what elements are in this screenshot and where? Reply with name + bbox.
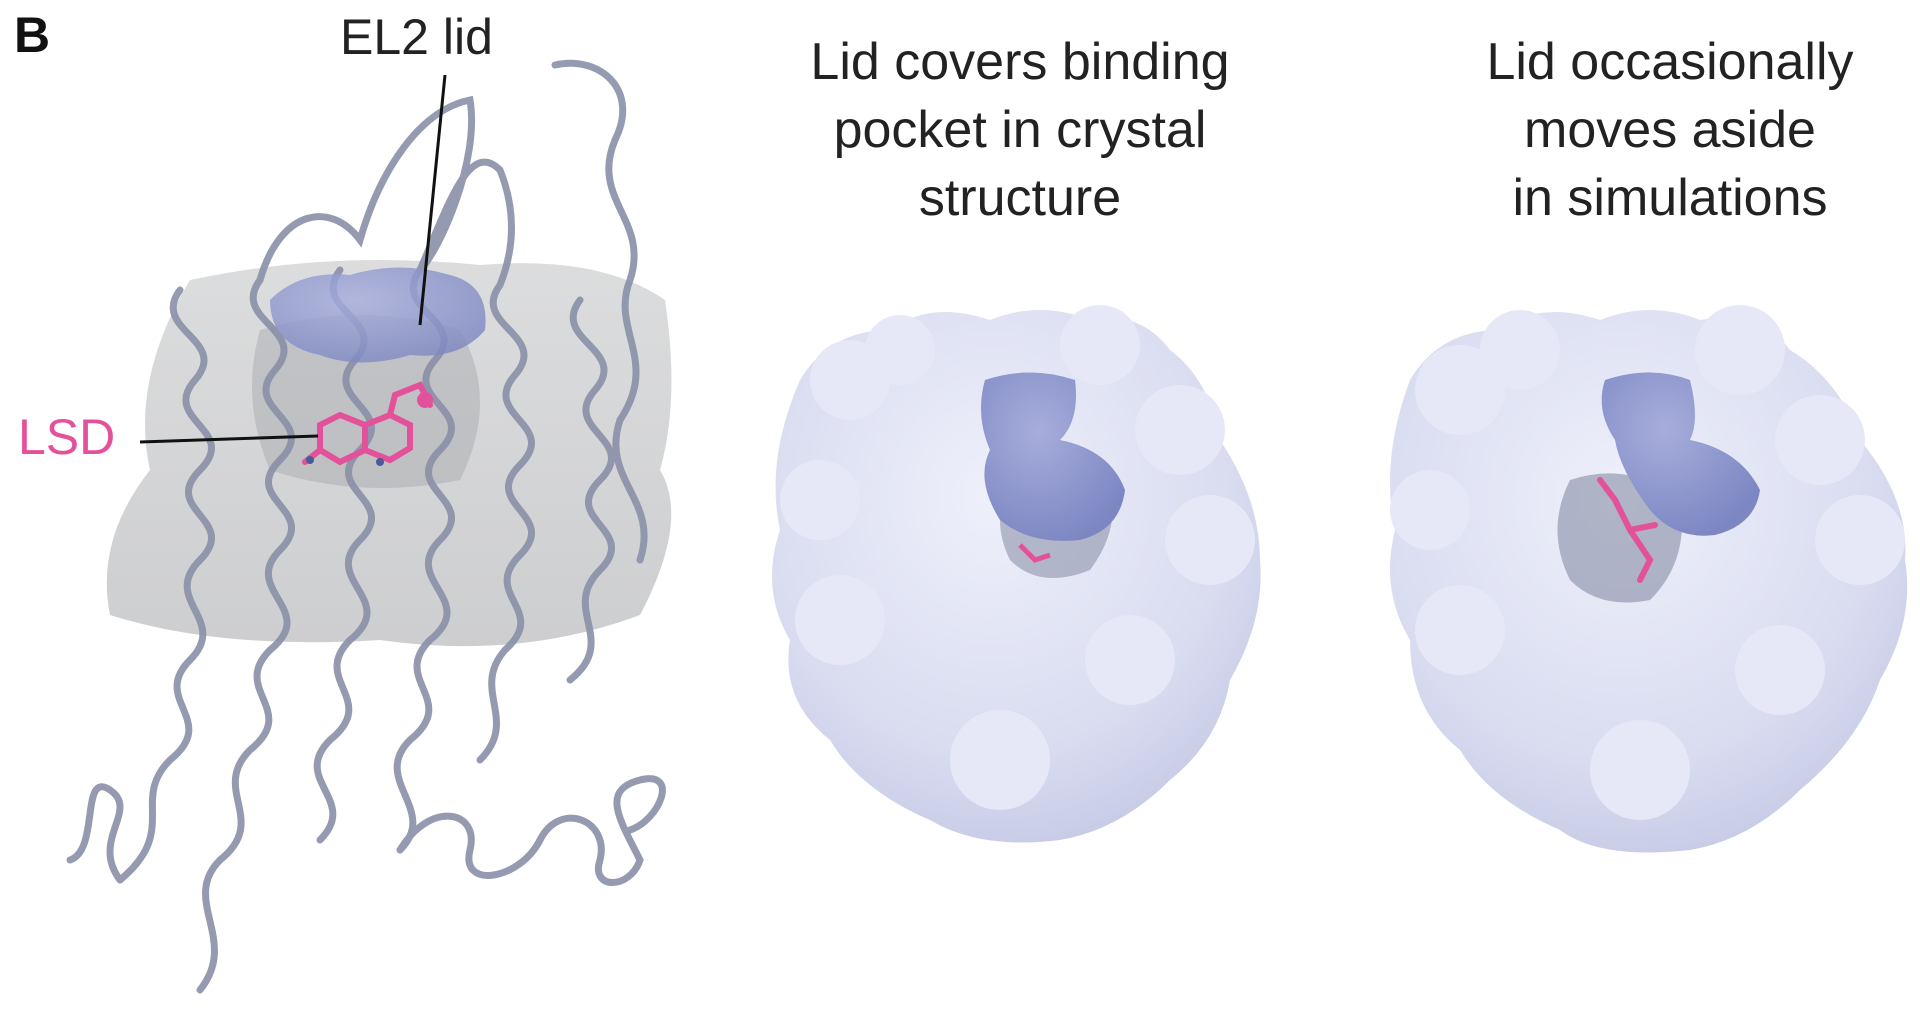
crystal-caption-line-2: pocket in crystal xyxy=(833,101,1207,159)
el2-lid-closed xyxy=(981,372,1125,541)
crystal-surface-model xyxy=(772,305,1261,843)
simulation-surface-model xyxy=(1390,305,1908,853)
crystal-caption: Lid covers binding pocket in crystal str… xyxy=(770,28,1270,232)
translucent-surface xyxy=(106,260,672,647)
lsd-label: LSD xyxy=(18,409,116,465)
lsd-leader-line xyxy=(139,434,319,444)
el2-lid-open xyxy=(1601,372,1760,536)
simulation-caption-line-3: in simulations xyxy=(1512,169,1828,227)
receptor-ribbon-model xyxy=(66,59,672,994)
lsd-ligand xyxy=(302,381,433,466)
panel-label: B xyxy=(14,7,51,63)
el2-lid-label: EL2 lid xyxy=(340,9,493,65)
lid-leader-line xyxy=(418,74,447,326)
el2-lid-surface xyxy=(270,267,486,363)
crystal-caption-line-1: Lid covers binding xyxy=(810,33,1230,91)
simulation-caption-line-1: Lid occasionally xyxy=(1486,33,1854,91)
simulation-caption: Lid occasionally moves aside in simulati… xyxy=(1420,28,1920,232)
simulation-caption-line-2: moves aside xyxy=(1524,101,1816,159)
crystal-caption-line-3: structure xyxy=(918,169,1122,227)
